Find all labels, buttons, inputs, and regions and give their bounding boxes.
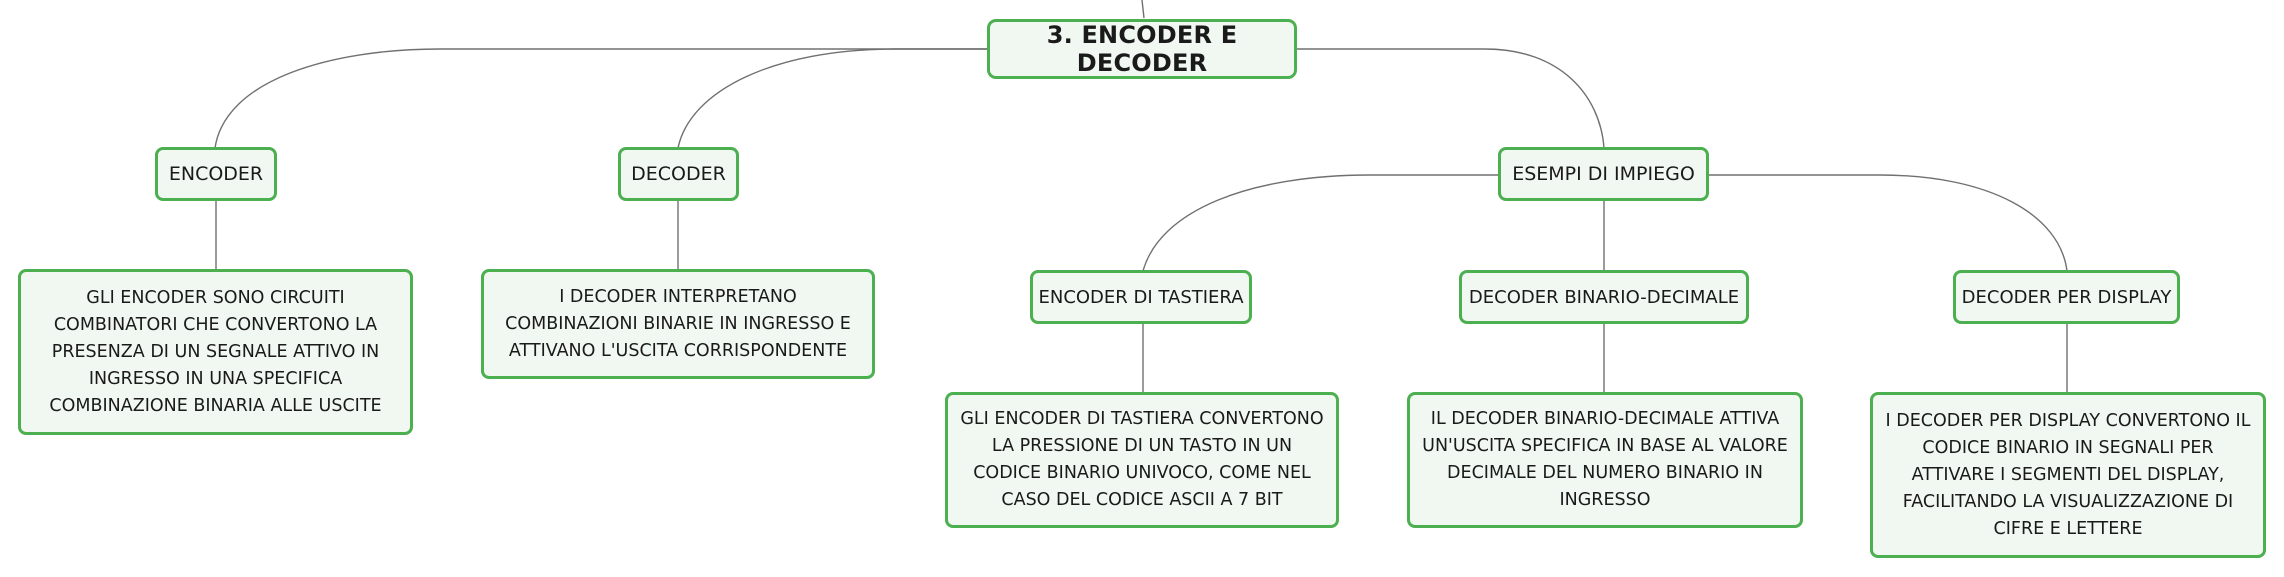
decoder-node[interactable]: DECODER (618, 147, 739, 201)
decoder-label: DECODER (631, 163, 726, 185)
encoder-description-node[interactable]: GLI ENCODER SONO CIRCUITI COMBINATORI CH… (18, 269, 413, 435)
encoder-node[interactable]: ENCODER (155, 147, 277, 201)
decoder-description: I DECODER INTERPRETANO COMBINAZIONI BINA… (505, 286, 851, 361)
decoder-description-node[interactable]: I DECODER INTERPRETANO COMBINAZIONI BINA… (481, 269, 875, 379)
keyboard-encoder-description: GLI ENCODER DI TASTIERA CONVERTONO LA PR… (960, 409, 1324, 510)
connector-root-parent (1141, 0, 1145, 19)
keyboard-encoder-node[interactable]: ENCODER DI TASTIERA (1030, 270, 1252, 324)
display-decoder-description-node[interactable]: I DECODER PER DISPLAY CONVERTONO IL CODI… (1870, 392, 2266, 558)
binary-decimal-decoder-label: DECODER BINARIO-DECIMALE (1468, 286, 1740, 308)
examples-label: ESEMPI DI IMPIEGO (1512, 163, 1695, 185)
binary-decimal-decoder-node[interactable]: DECODER BINARIO-DECIMALE (1459, 270, 1749, 324)
encoder-label: ENCODER (168, 163, 264, 185)
connector-root-encoder (214, 48, 990, 149)
connector-root-examples (1296, 48, 1605, 149)
root-node[interactable]: 3. ENCODER E DECODER (987, 19, 1297, 79)
keyboard-encoder-label: ENCODER DI TASTIERA (1038, 286, 1244, 308)
display-decoder-description: I DECODER PER DISPLAY CONVERTONO IL CODI… (1885, 410, 2251, 539)
examples-node[interactable]: ESEMPI DI IMPIEGO (1498, 147, 1709, 201)
connector-examples-display (1707, 174, 2068, 272)
connector-root-decoder (677, 48, 990, 149)
root-title: 3. ENCODER E DECODER (1046, 21, 1238, 77)
binary-decimal-decoder-description: IL DECODER BINARIO-DECIMALE ATTIVA UN'US… (1422, 409, 1788, 510)
display-decoder-label: DECODER PER DISPLAY (1961, 286, 2172, 308)
encoder-description: GLI ENCODER SONO CIRCUITI COMBINATORI CH… (49, 287, 382, 416)
display-decoder-node[interactable]: DECODER PER DISPLAY (1953, 270, 2180, 324)
binary-decimal-decoder-description-node[interactable]: IL DECODER BINARIO-DECIMALE ATTIVA UN'US… (1407, 392, 1803, 528)
connector-examples-keyboard (1142, 174, 1500, 272)
keyboard-encoder-description-node[interactable]: GLI ENCODER DI TASTIERA CONVERTONO LA PR… (945, 392, 1339, 528)
